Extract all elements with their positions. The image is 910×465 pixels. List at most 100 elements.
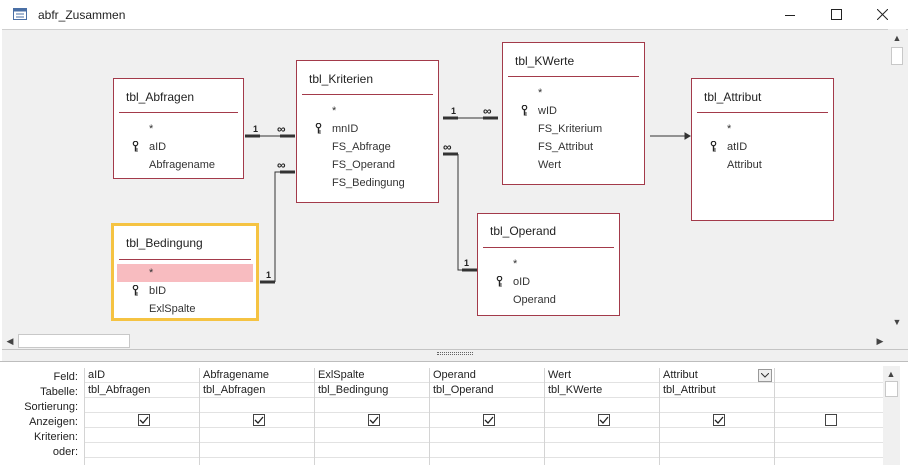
- field-item[interactable]: FS_Attribut: [538, 141, 594, 153]
- show-checkbox[interactable]: [252, 414, 265, 426]
- show-checkbox[interactable]: [597, 414, 610, 426]
- grid-column-3[interactable]: ExlSpalte tbl_Bedingung: [314, 368, 429, 465]
- grid-column-1[interactable]: aID tbl_Abfragen: [84, 368, 199, 465]
- table-tbl-abfragen[interactable]: tbl_Abfragen * aID Abfragename: [113, 78, 244, 179]
- table-title[interactable]: tbl_Kriterien: [309, 72, 374, 86]
- field-item[interactable]: wID: [503, 102, 644, 120]
- grid-column-7[interactable]: [774, 368, 883, 465]
- grid-table-cell[interactable]: tbl_Attribut: [660, 383, 774, 398]
- grid-sort-cell[interactable]: [545, 398, 659, 413]
- field-item[interactable]: *: [149, 123, 154, 135]
- scroll-up-icon[interactable]: ▲: [892, 33, 902, 43]
- field-item[interactable]: ExlSpalte: [149, 303, 196, 315]
- scroll-thumb[interactable]: [885, 381, 898, 397]
- table-tbl-kwerte[interactable]: tbl_KWerte * wID FS_Kriterium FS_Attribu…: [502, 42, 645, 185]
- grid-column-5[interactable]: Wert tbl_KWerte: [544, 368, 659, 465]
- grid-vertical-scrollbar[interactable]: ▲: [883, 366, 900, 465]
- grid-field-cell[interactable]: Wert: [545, 368, 659, 383]
- grid-column-4[interactable]: Operand tbl_Operand: [429, 368, 544, 465]
- grid-criteria-cell[interactable]: [200, 428, 314, 443]
- field-item[interactable]: oID: [478, 273, 619, 291]
- grid-sort-cell[interactable]: [85, 398, 199, 413]
- horizontal-scrollbar[interactable]: ◀ ▶: [2, 333, 888, 349]
- grid-criteria-cell[interactable]: [545, 428, 659, 443]
- grid-criteria-cell[interactable]: [315, 428, 429, 443]
- grid-column-6[interactable]: Attribut tbl_Attribut: [659, 368, 774, 465]
- grid-table-cell[interactable]: tbl_KWerte: [545, 383, 659, 398]
- field-item[interactable]: mnID: [297, 120, 438, 138]
- grid-field-cell[interactable]: Abfragename: [200, 368, 314, 383]
- grid-table-cell[interactable]: tbl_Bedingung: [315, 383, 429, 398]
- dropdown-button[interactable]: [758, 369, 772, 382]
- grid-table-cell[interactable]: tbl_Operand: [430, 383, 544, 398]
- table-title[interactable]: tbl_Attribut: [704, 90, 762, 104]
- show-checkbox[interactable]: [367, 414, 380, 426]
- field-item[interactable]: FS_Bedingung: [332, 177, 405, 189]
- field-item[interactable]: Operand: [513, 294, 556, 306]
- show-checkbox[interactable]: [482, 414, 495, 426]
- table-title[interactable]: tbl_KWerte: [515, 54, 575, 68]
- scroll-right-icon[interactable]: ▶: [876, 336, 884, 346]
- show-checkbox[interactable]: [712, 414, 725, 426]
- grid-sort-cell[interactable]: [775, 398, 883, 413]
- vertical-scrollbar[interactable]: ▲ ▼: [888, 29, 906, 331]
- table-tbl-bedingung[interactable]: tbl_Bedingung * bID ExlSpalte: [111, 223, 259, 321]
- field-item[interactable]: bID: [114, 282, 256, 300]
- field-item[interactable]: FS_Abfrage: [332, 141, 391, 153]
- table-tbl-attribut[interactable]: tbl_Attribut * atID Attribut: [691, 78, 834, 221]
- grid-sort-cell[interactable]: [660, 398, 774, 413]
- grid-or-cell[interactable]: [660, 443, 774, 458]
- field-item[interactable]: Attribut: [727, 159, 762, 171]
- field-item[interactable]: atID: [692, 138, 833, 156]
- field-item[interactable]: Wert: [538, 159, 562, 171]
- table-tbl-operand[interactable]: tbl_Operand * oID Operand: [477, 213, 620, 316]
- scroll-left-icon[interactable]: ◀: [6, 336, 14, 346]
- grid-table-cell[interactable]: tbl_Abfragen: [85, 383, 199, 398]
- table-title[interactable]: tbl_Bedingung: [126, 236, 203, 250]
- grid-field-cell[interactable]: Attribut: [660, 368, 774, 383]
- field-item-selected[interactable]: *: [117, 264, 253, 282]
- show-checkbox[interactable]: [137, 414, 150, 426]
- grid-field-cell[interactable]: aID: [85, 368, 199, 383]
- table-tbl-kriterien[interactable]: tbl_Kriterien * mnID FS_Abfrage FS_Opera…: [296, 60, 439, 203]
- maximize-button[interactable]: [813, 0, 859, 29]
- scroll-thumb[interactable]: [18, 334, 130, 348]
- pane-splitter[interactable]: [2, 349, 908, 361]
- field-item[interactable]: *: [332, 105, 337, 117]
- show-checkbox[interactable]: [824, 414, 837, 426]
- table-title[interactable]: tbl_Abfragen: [126, 90, 195, 104]
- grid-criteria-cell[interactable]: [775, 428, 883, 443]
- table-design-area[interactable]: 1 ∞ 1 ∞ ∞ 1 1 ∞ tbl_Abfragen * aID Abfra…: [2, 29, 908, 351]
- grid-table-cell[interactable]: tbl_Abfragen: [200, 383, 314, 398]
- field-item[interactable]: *: [513, 258, 518, 270]
- grid-or-cell[interactable]: [775, 443, 883, 458]
- splitter-grip[interactable]: [437, 352, 473, 355]
- field-item[interactable]: FS_Operand: [332, 159, 395, 171]
- grid-sort-cell[interactable]: [200, 398, 314, 413]
- grid-or-cell[interactable]: [200, 443, 314, 458]
- grid-field-cell[interactable]: [775, 368, 883, 383]
- field-item[interactable]: *: [727, 123, 732, 135]
- grid-or-cell[interactable]: [315, 443, 429, 458]
- grid-field-cell[interactable]: ExlSpalte: [315, 368, 429, 383]
- field-item[interactable]: *: [538, 87, 543, 99]
- table-title[interactable]: tbl_Operand: [490, 224, 557, 238]
- scroll-up-icon[interactable]: ▲: [886, 369, 896, 379]
- close-button[interactable]: [859, 0, 905, 29]
- field-item[interactable]: Abfragename: [149, 159, 216, 171]
- minimize-button[interactable]: [767, 0, 813, 29]
- grid-or-cell[interactable]: [85, 443, 199, 458]
- grid-or-cell[interactable]: [545, 443, 659, 458]
- grid-sort-cell[interactable]: [315, 398, 429, 413]
- grid-table-cell[interactable]: [775, 383, 883, 398]
- scroll-down-icon[interactable]: ▼: [892, 317, 902, 327]
- grid-field-cell[interactable]: Operand: [430, 368, 544, 383]
- grid-or-cell[interactable]: [430, 443, 544, 458]
- grid-criteria-cell[interactable]: [430, 428, 544, 443]
- grid-criteria-cell[interactable]: [85, 428, 199, 443]
- field-item[interactable]: FS_Kriterium: [538, 123, 603, 135]
- scroll-thumb[interactable]: [891, 47, 903, 65]
- field-item[interactable]: aID: [114, 138, 243, 156]
- grid-sort-cell[interactable]: [430, 398, 544, 413]
- grid-column-2[interactable]: Abfragename tbl_Abfragen: [199, 368, 314, 465]
